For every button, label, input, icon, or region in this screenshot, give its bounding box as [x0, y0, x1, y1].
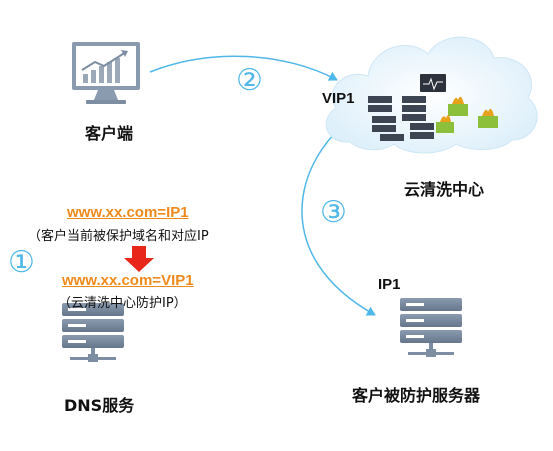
- dns-record-after-note: （云清洗中心防护IP）: [58, 296, 187, 311]
- dns-record-after: www.xx.com=VIP1: [62, 272, 194, 289]
- step3-number: ③: [320, 196, 347, 229]
- dns-record-before: www.xx.com=IP1: [67, 204, 189, 221]
- dns-server-icon: [62, 303, 124, 362]
- step2-arrow: [149, 55, 338, 81]
- firewall-icons: [436, 96, 498, 133]
- client-label: 客户端: [85, 124, 134, 143]
- client-monitor-icon: [72, 42, 140, 104]
- cloud-rack-servers: [368, 74, 446, 141]
- ip-label: IP1: [378, 276, 401, 293]
- dns-change-arrow-icon: [124, 246, 154, 272]
- vip-label: VIP1: [322, 90, 355, 107]
- dns-record-before-note: （客户当前被保护域名和对应IP: [28, 229, 209, 244]
- step2-number: ②: [236, 64, 263, 97]
- protected-server-label: 客户被防护服务器: [352, 386, 481, 405]
- protected-server-icon: [400, 298, 462, 357]
- dns-service-label: DNS服务: [64, 396, 135, 415]
- step1-number: ①: [8, 246, 35, 279]
- cleaning-center-label: 云清洗中心: [404, 180, 485, 199]
